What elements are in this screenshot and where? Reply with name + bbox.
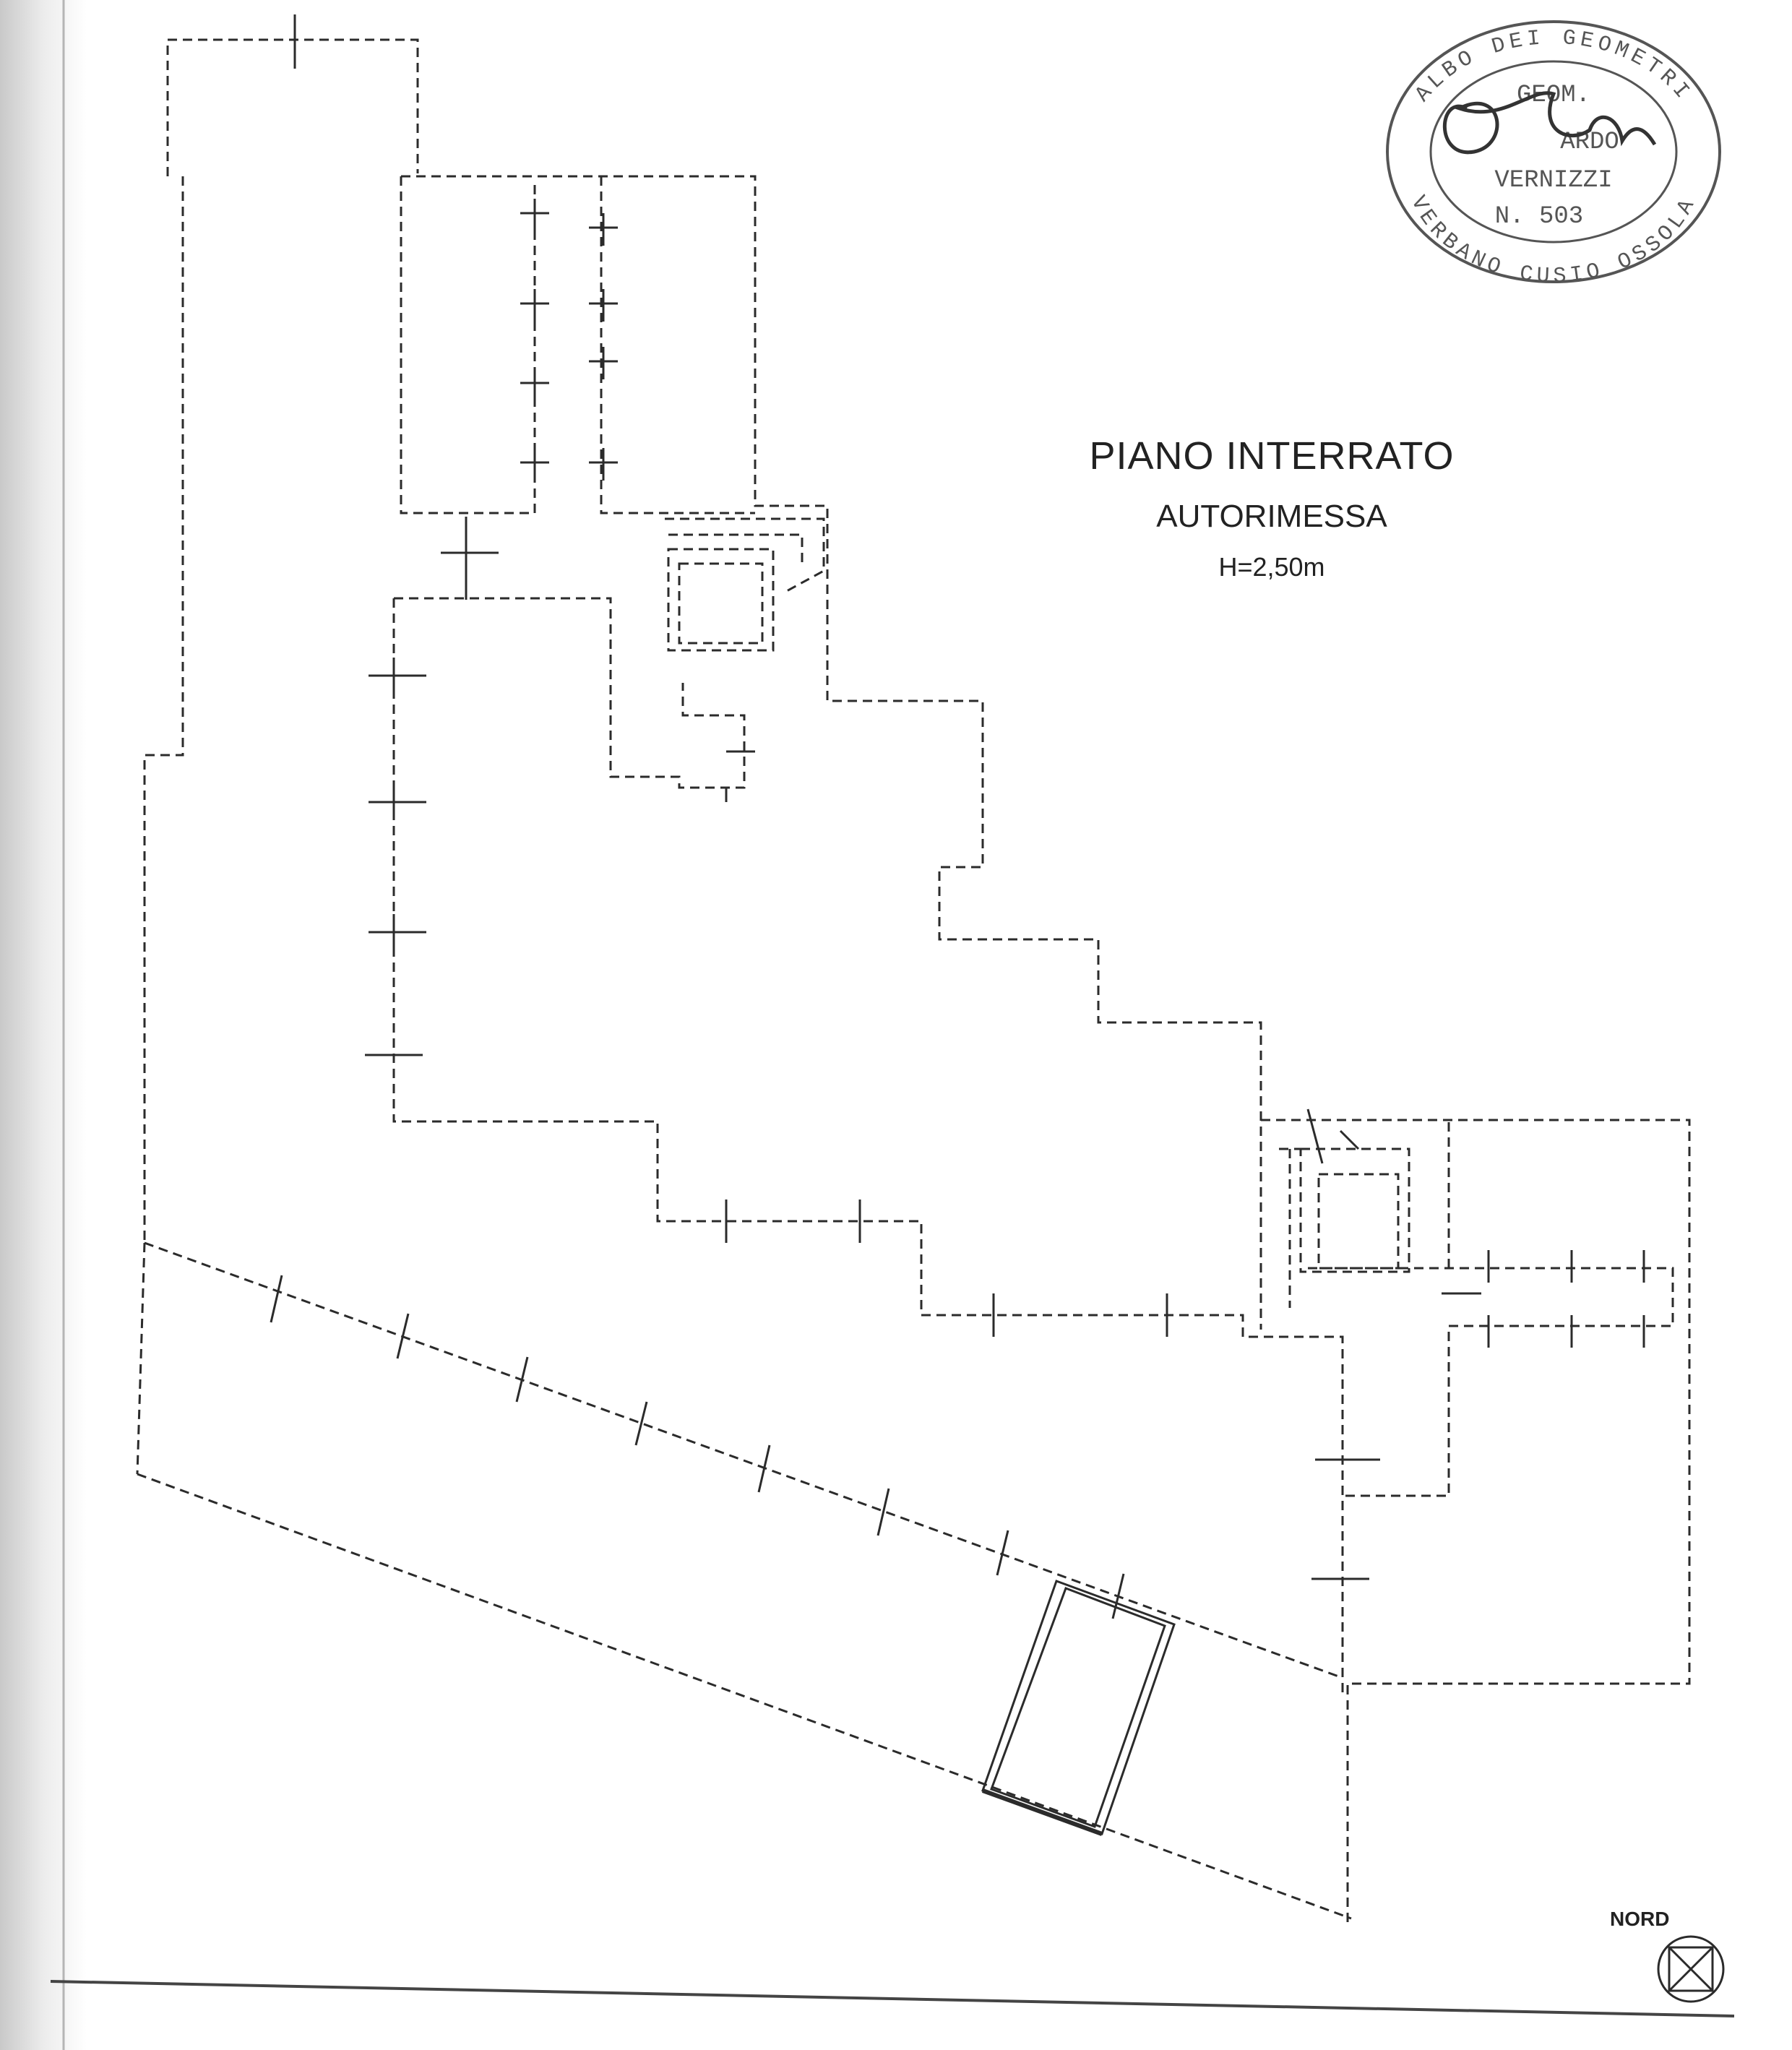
stamp-line-2: ARDO bbox=[1560, 129, 1619, 156]
plan-subtitle: AUTORIMESSA bbox=[1156, 499, 1387, 534]
wall-west-long bbox=[143, 176, 184, 1243]
wall-east-corridor bbox=[1308, 1267, 1674, 1497]
plan-title: PIANO INTERRATO bbox=[1089, 434, 1455, 478]
dimension-ticks bbox=[270, 14, 1645, 1619]
wall-south-lower bbox=[137, 1473, 1352, 1920]
stair-core-west bbox=[678, 562, 764, 645]
wall-south-west-end bbox=[136, 1242, 146, 1475]
ramp bbox=[981, 1580, 1176, 1836]
wall-north-room-mid bbox=[600, 176, 755, 514]
north-label: NORD bbox=[1610, 1908, 1670, 1930]
wall-south-upper bbox=[144, 1241, 1343, 1679]
stamp-signature bbox=[1442, 91, 1657, 155]
walls bbox=[136, 38, 1691, 1922]
wall-west-outline bbox=[166, 38, 419, 176]
wall-north-room-left bbox=[400, 176, 536, 514]
stair-core-west-outer bbox=[667, 548, 775, 652]
stamp-line-4: N. 503 bbox=[1495, 203, 1583, 231]
wall-east-block bbox=[1261, 1119, 1691, 1922]
stair-core-east-outer bbox=[1299, 1147, 1410, 1273]
scan-edge-shadow bbox=[0, 0, 87, 2050]
stamp-line-3: VERNIZZI bbox=[1494, 167, 1612, 194]
stair-west-treads bbox=[665, 517, 825, 594]
sheet-bottom-edge bbox=[50, 1980, 1735, 2017]
wall-courtyard bbox=[394, 597, 746, 789]
plan-title-block: PIANO INTERRATO AUTORIMESSA H=2,50m bbox=[997, 434, 1546, 582]
plan-height-note: H=2,50m bbox=[1218, 552, 1325, 582]
surveyor-stamp: ALBO DEI GEOMETRI VERBANO CUSIO OSSOLA G… bbox=[1386, 20, 1721, 289]
north-compass-icon bbox=[1657, 1935, 1725, 2003]
stair-west-run bbox=[668, 533, 804, 564]
stair-core-east bbox=[1317, 1173, 1400, 1270]
wall-north-room bbox=[401, 175, 1262, 1330]
wall-courtyard-lower bbox=[392, 598, 1344, 1698]
